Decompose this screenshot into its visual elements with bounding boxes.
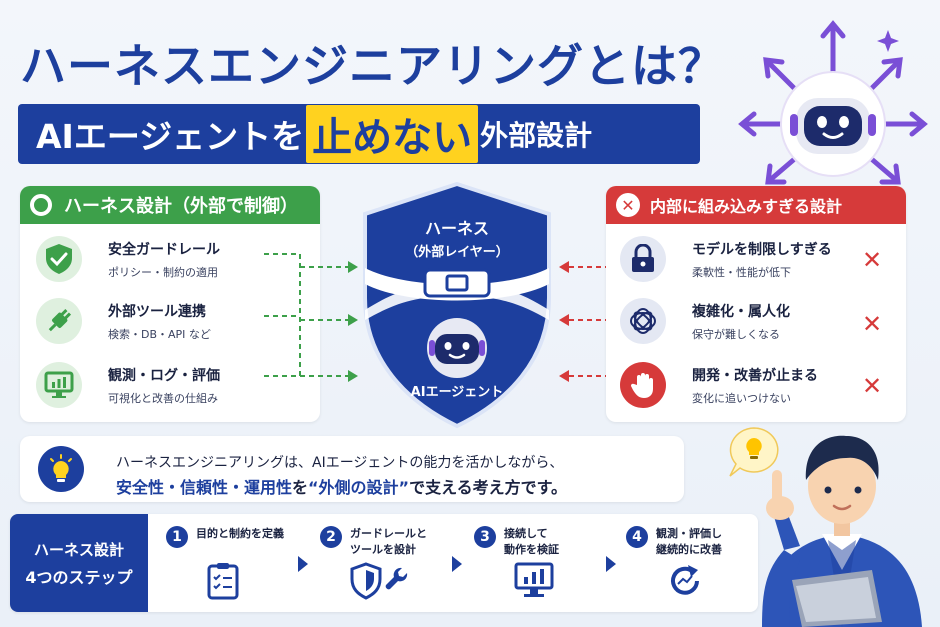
- summary-emphasis: 安全性・信頼性・運用性: [116, 478, 293, 497]
- lightbulb-icon: [38, 446, 84, 492]
- item-title: 外部ツール連携: [108, 303, 206, 320]
- step-4: 4 観測・評価し 継続的に改善: [612, 520, 758, 608]
- item-desc: 可視化と改善の仕組み: [108, 391, 218, 405]
- robot-hero-icon: [738, 20, 928, 185]
- item-desc: 柔軟性・性能が低下: [692, 265, 791, 279]
- item-title: モデルを制限しすぎる: [692, 241, 832, 258]
- cross-mark-icon: ✕: [862, 246, 883, 274]
- step-1: 1 目的と制約を定義: [152, 520, 298, 608]
- idea-bubble-icon: [729, 427, 779, 477]
- shield-subtitle: （外部レイヤー）: [405, 244, 509, 260]
- monitor-chart-icon: [514, 562, 554, 597]
- harness-shield: ハーネス （外部レイヤー） AIエージェント: [363, 181, 551, 429]
- internal-design-panel-heading: 内部に組み込みすぎる設計: [650, 197, 843, 216]
- subtitle-prefix: AIエージェントを: [36, 117, 305, 156]
- subtitle-suffix: 外部設計: [480, 119, 593, 152]
- steps-heading-2: 4つのステップ: [25, 567, 133, 587]
- list-item: 安全ガードレールポリシー・制約の適用: [36, 236, 220, 282]
- step-number: 3: [474, 526, 496, 548]
- cross-mark-icon: ✕: [862, 372, 883, 400]
- subtitle-highlight: 止めない: [306, 105, 479, 163]
- monitor-chart-icon: [36, 362, 82, 408]
- item-desc: 保守が難しくなる: [692, 327, 780, 341]
- list-item: 複雑化・属人化保守が難しくなる: [620, 298, 790, 344]
- agent-label: AIエージェント: [411, 385, 504, 400]
- step-label: 目的と制約を定義: [196, 527, 284, 540]
- step-number: 1: [166, 526, 188, 548]
- stop-hand-icon: [620, 362, 666, 408]
- subtitle-banner: AIエージェントを 止めない 外部設計: [18, 104, 700, 164]
- tangle-icon: [620, 298, 666, 344]
- summary-line-2: 安全性・信頼性・運用性を“外側の設計”で支える考え方です。: [116, 474, 567, 498]
- summary-text: で支える考え方です。: [409, 478, 567, 497]
- step-arrow-icon: [298, 556, 308, 572]
- step-number: 4: [626, 526, 648, 548]
- close-icon: ✕: [616, 193, 640, 217]
- list-item: 観測・ログ・評価可視化と改善の仕組み: [36, 362, 220, 408]
- internal-design-panel-header: ✕ 内部に組み込みすぎる設計: [606, 186, 906, 224]
- item-title: 観測・ログ・評価: [108, 367, 220, 384]
- summary-line-1: ハーネスエンジニアリングは、AIエージェントの能力を活かしながら、: [116, 455, 564, 471]
- harness-panel-header: ハーネス設計（外部で制御）: [20, 186, 320, 224]
- step-3: 3 接続して 動作を検証: [460, 520, 606, 608]
- page-title: ハーネスエンジニアリングとは？: [20, 39, 725, 93]
- list-item: 外部ツール連携検索・DB・API など: [36, 298, 211, 344]
- step-label: 接続して 動作を検証: [504, 527, 559, 556]
- plug-icon: [36, 298, 82, 344]
- step-arrow-icon: [452, 556, 462, 572]
- refresh-icon: [671, 565, 699, 595]
- shield-check-icon: [36, 236, 82, 282]
- item-desc: 変化に追いつけない: [692, 391, 791, 405]
- step-label: 観測・評価し 継続的に改善: [656, 527, 722, 556]
- list-item: 開発・改善が止まる変化に追いつけない: [620, 362, 818, 408]
- summary-box: [20, 436, 684, 502]
- item-desc: ポリシー・制約の適用: [108, 265, 218, 279]
- step-2: 2 ガードレールと ツールを設計: [306, 520, 452, 608]
- shield-title: ハーネス: [425, 219, 489, 238]
- item-title: 開発・改善が止まる: [692, 367, 818, 384]
- checklist-icon: [207, 563, 239, 600]
- item-title: 複雑化・属人化: [692, 303, 790, 320]
- item-desc: 検索・DB・API など: [108, 327, 211, 341]
- item-title: 安全ガードレール: [108, 241, 220, 258]
- cross-mark-icon: ✕: [862, 310, 883, 338]
- step-label: ガードレールと ツールを設計: [350, 527, 427, 556]
- shield-wrench-icon: [350, 562, 408, 600]
- list-item: モデルを制限しすぎる柔軟性・性能が低下: [620, 236, 832, 282]
- summary-emphasis: “外側の設計”: [308, 478, 410, 497]
- person-illustration: [762, 435, 922, 627]
- step-arrow-icon: [606, 556, 616, 572]
- steps-header: ハーネス設計 4つのステップ: [10, 514, 148, 612]
- step-number: 2: [320, 526, 342, 548]
- steps-heading-1: ハーネス設計: [33, 540, 124, 559]
- summary-text: を: [292, 478, 309, 497]
- circle-icon: [30, 194, 52, 216]
- connector-arrows-left: [264, 253, 358, 382]
- harness-panel-heading: ハーネス設計（外部で制御）: [64, 196, 298, 217]
- lock-icon: [620, 236, 666, 282]
